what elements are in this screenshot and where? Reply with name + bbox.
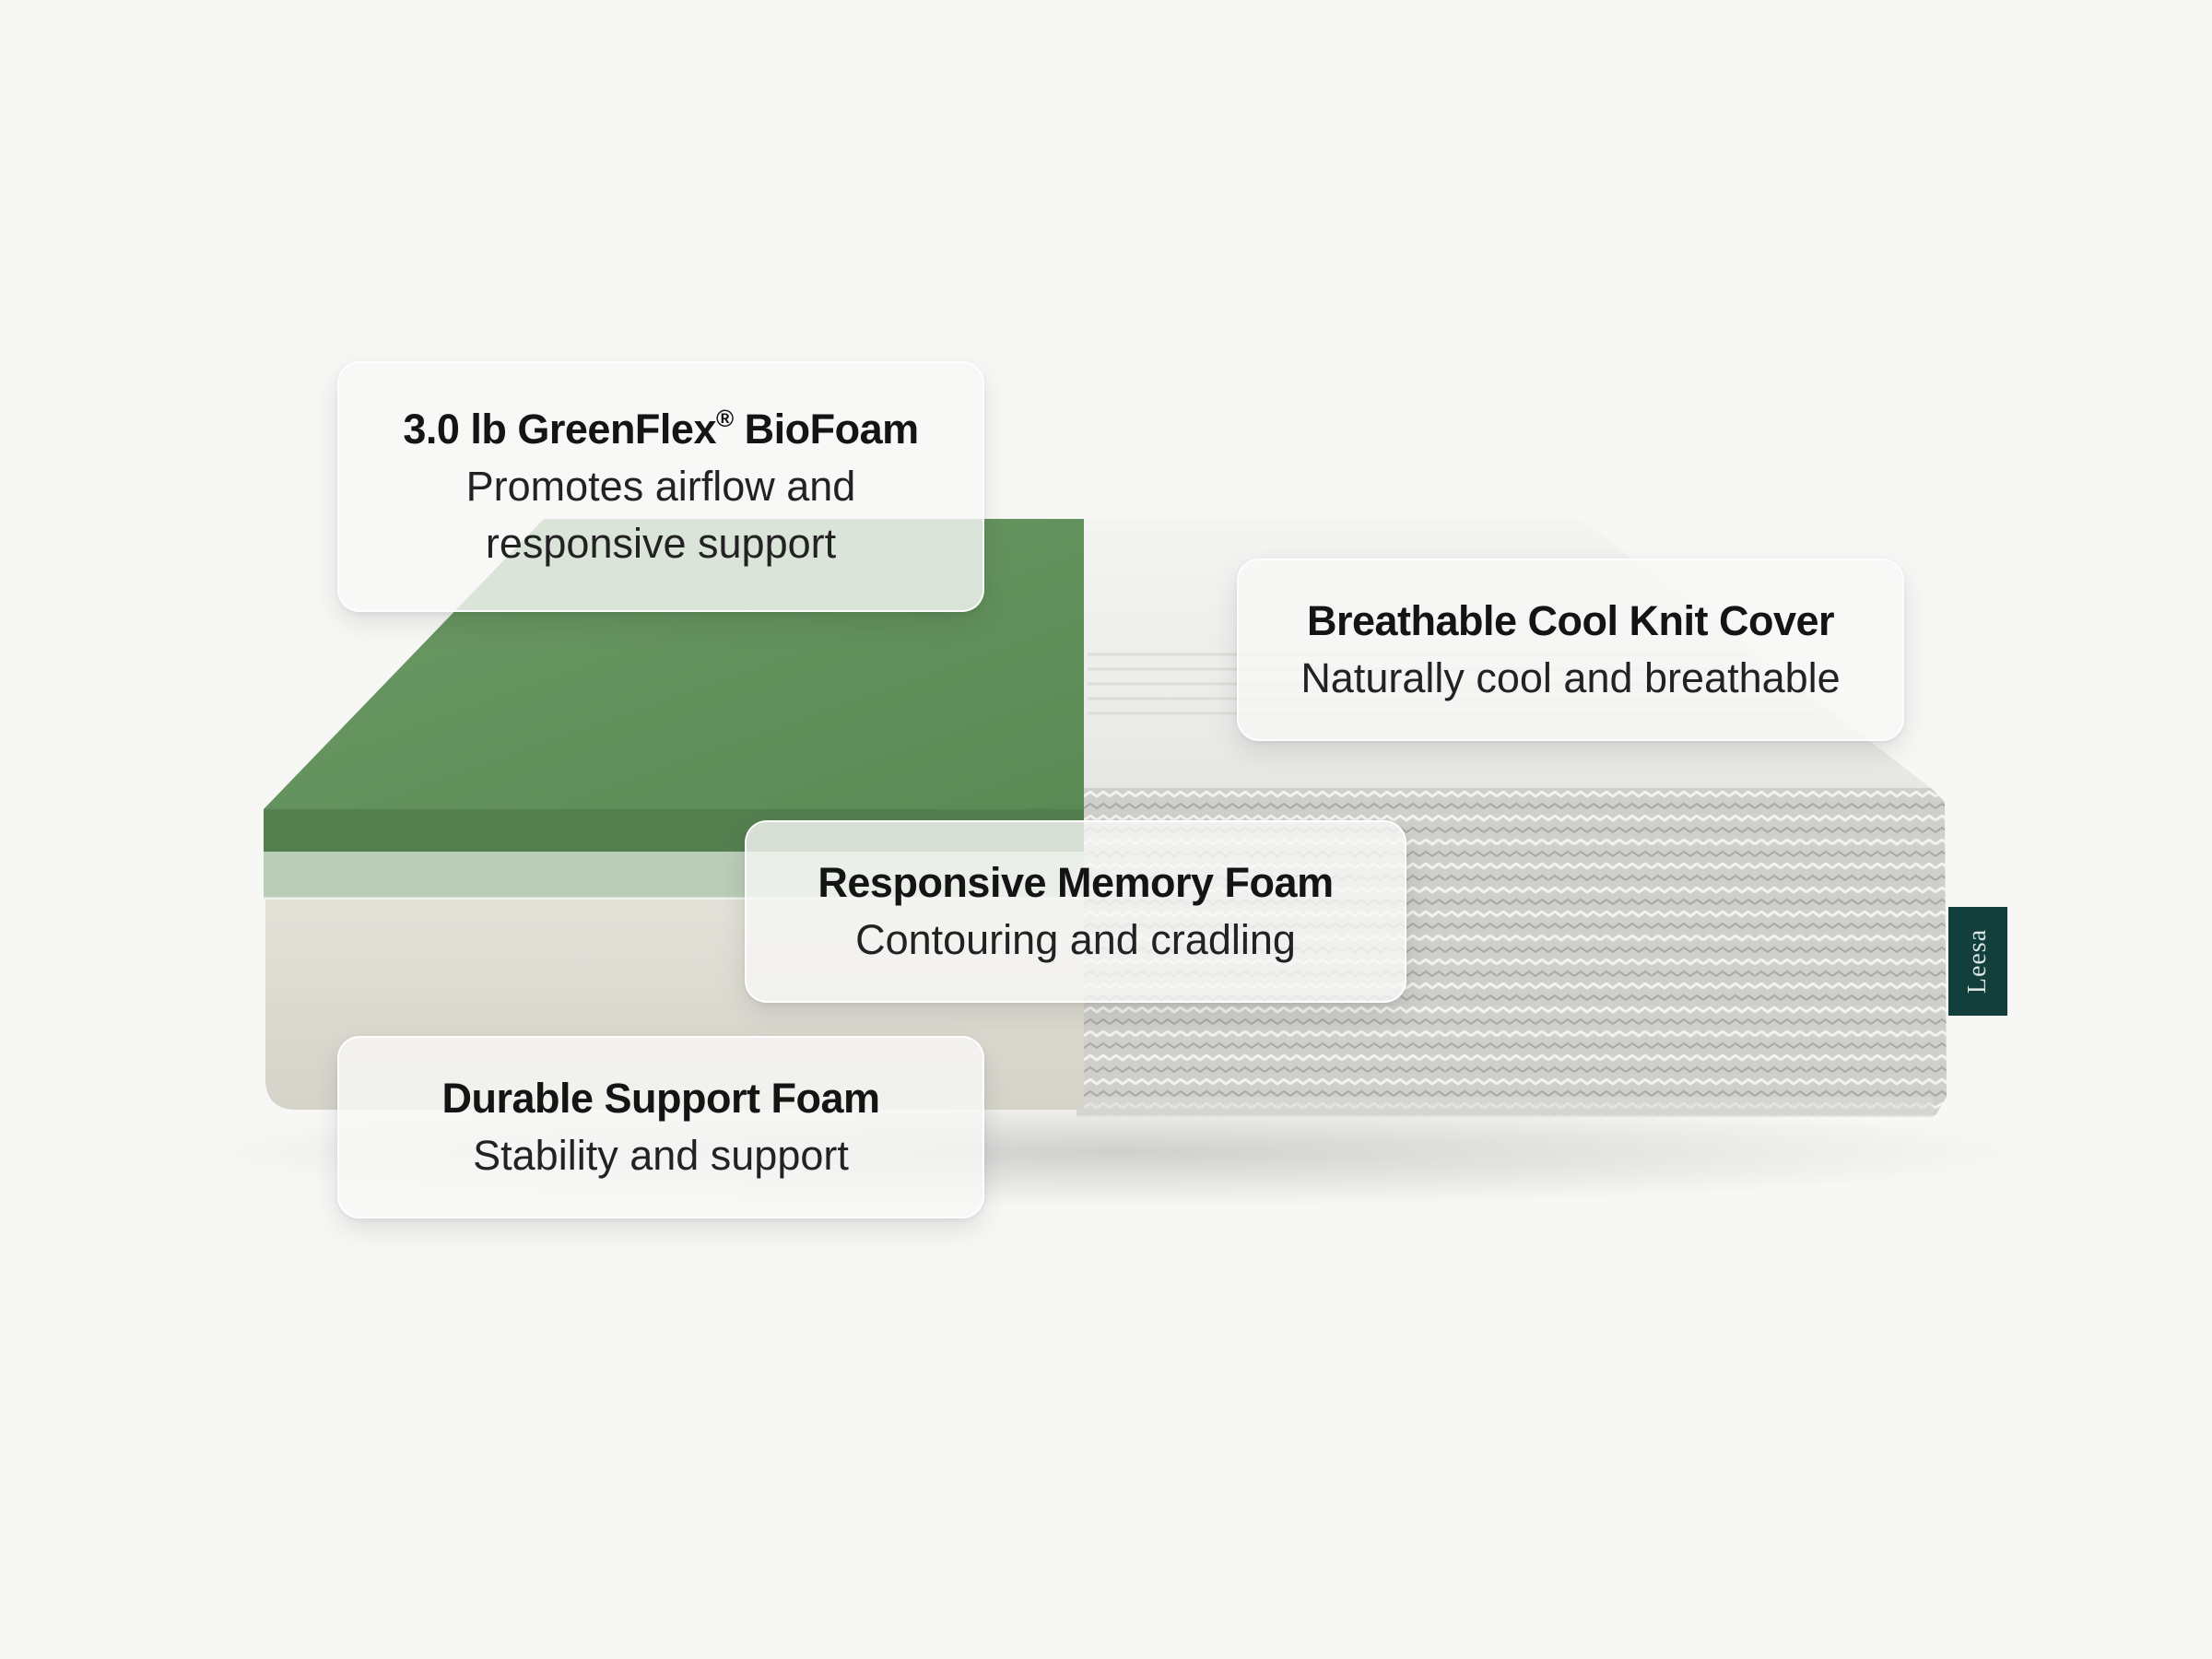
title-suffix: BioFoam: [733, 406, 920, 453]
callout-desc-line1: Naturally cool and breathable: [1300, 654, 1841, 701]
callout-title: Durable Support Foam: [441, 1075, 880, 1122]
callout-title: 3.0 lb GreenFlex® BioFoam: [403, 401, 920, 458]
cover-bottom-edge: [1077, 1097, 1934, 1117]
callout-desc-line1: Promotes airflow and: [465, 463, 856, 510]
brand-tag: Leesa: [1948, 907, 2007, 1016]
brand-tag-label: Leesa: [1963, 928, 1993, 994]
title-text: 3.0 lb GreenFlex: [403, 406, 716, 453]
registered-mark: ®: [715, 405, 734, 432]
callout-support-foam: Durable Support Foam Stability and suppo…: [337, 1036, 984, 1218]
callout-greenflex-biofoam: 3.0 lb GreenFlex® BioFoam Promotes airfl…: [337, 361, 984, 612]
callout-knit-cover: Breathable Cool Knit Cover Naturally coo…: [1237, 559, 1904, 741]
callout-memory-foam: Responsive Memory Foam Contouring and cr…: [745, 820, 1406, 1003]
callout-title: Responsive Memory Foam: [818, 859, 1334, 906]
callout-title: Breathable Cool Knit Cover: [1306, 597, 1835, 644]
callout-desc-line2: responsive support: [485, 520, 837, 567]
callout-desc-line1: Stability and support: [473, 1132, 849, 1179]
callout-desc-line1: Contouring and cradling: [855, 916, 1296, 963]
